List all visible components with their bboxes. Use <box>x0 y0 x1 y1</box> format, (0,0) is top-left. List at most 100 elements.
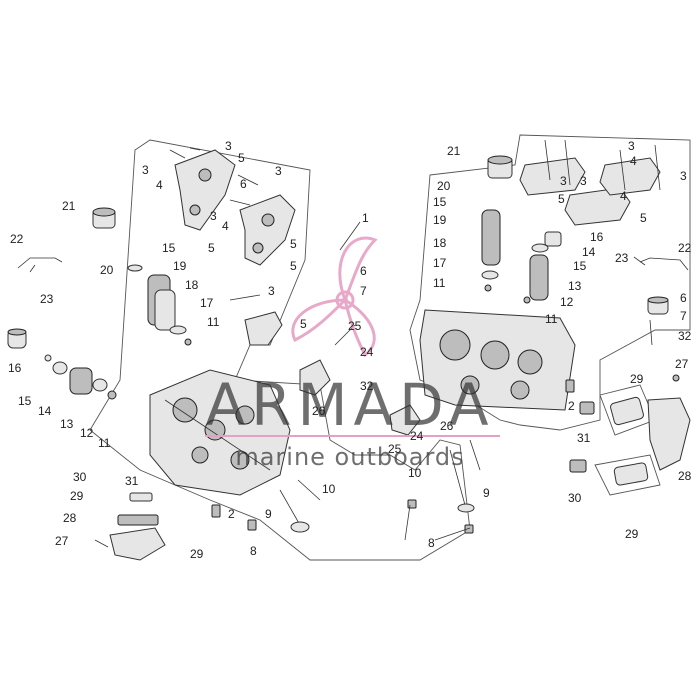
callout-5-left-c: 5 <box>290 237 297 251</box>
callout-8-left: 8 <box>250 544 257 558</box>
callout-11-right-b: 11 <box>545 312 558 326</box>
callout-29-left-a: 29 <box>70 489 84 503</box>
callout-11-left-a: 11 <box>207 315 220 329</box>
callout-6-left: 6 <box>240 177 247 191</box>
callout-22-left: 22 <box>10 232 24 246</box>
callout-9-left: 9 <box>265 507 272 521</box>
right-assembly-frame <box>409 134 691 431</box>
right-bracket-31 <box>579 401 595 415</box>
callout-7-right: 7 <box>680 309 687 323</box>
callout-15-right-a: 15 <box>433 195 447 209</box>
watermark-tagline: marine outboards <box>235 443 464 471</box>
callout-28-left: 28 <box>63 511 77 525</box>
callout-19-right: 19 <box>433 213 447 227</box>
callout-26-center-a: 26 <box>312 404 326 418</box>
right-rocker-carrier-b <box>564 157 661 226</box>
callout-7-center: 7 <box>360 284 367 298</box>
callout-5-left-d: 5 <box>290 259 297 273</box>
callout-3-right-d: 3 <box>680 169 687 183</box>
callout-20-left: 20 <box>100 263 114 277</box>
callout-4-right-b: 4 <box>620 189 627 203</box>
callout-23-left: 23 <box>40 292 54 306</box>
callout-5-left-a: 5 <box>238 151 245 165</box>
watermark: ARMADA marine outboards <box>205 236 500 471</box>
callout-28-right: 28 <box>678 469 692 483</box>
callout-6-right: 6 <box>680 291 687 305</box>
callout-3-left-b: 3 <box>142 163 149 177</box>
callout-3-left-e: 3 <box>268 284 275 298</box>
left-rocker-carrier-b <box>239 194 296 266</box>
callout-15-right-b: 15 <box>573 259 587 273</box>
callout-numbers: 1 3 3 4 5 6 3 3 4 5 5 5 21 22 23 20 15 1… <box>8 139 692 561</box>
bolts-and-fasteners <box>94 139 680 548</box>
left-assembly-frame <box>89 139 471 561</box>
left-rocker-carrier-a <box>174 149 236 231</box>
callout-5-right-b: 5 <box>640 211 647 225</box>
callout-31-left: 31 <box>125 474 139 488</box>
right-valve-spring-stack <box>481 209 562 304</box>
callout-27-right: 27 <box>675 357 689 371</box>
callout-3-right-b: 3 <box>560 174 567 188</box>
callout-31-right: 31 <box>577 431 591 445</box>
callout-1: 1 <box>362 211 369 225</box>
propeller-logo <box>291 236 378 358</box>
right-cam-cover-28 <box>647 397 691 471</box>
callout-4-left-a: 4 <box>156 178 163 192</box>
right-rocker-carrier-a <box>519 157 586 196</box>
callout-3-left-a: 3 <box>225 139 232 153</box>
callout-30-right: 30 <box>568 491 582 505</box>
callout-2-right: 2 <box>568 399 575 413</box>
callout-19-left: 19 <box>173 259 187 273</box>
left-cup-21 <box>92 207 116 229</box>
right-cup-21 <box>487 155 513 179</box>
callout-24-center-b: 24 <box>410 429 424 443</box>
callout-27-left: 27 <box>55 534 69 548</box>
callout-15-left-b: 15 <box>18 394 32 408</box>
callout-29-right-b: 29 <box>625 527 639 541</box>
callout-6-center: 6 <box>360 264 367 278</box>
callout-4-right-a: 4 <box>630 154 637 168</box>
left-intake-elbow-24 <box>299 359 331 396</box>
left-bucket-tappet-16 <box>7 328 27 349</box>
callout-18-left: 18 <box>185 278 199 292</box>
callout-29-left-b: 29 <box>190 547 204 561</box>
callout-16-right: 16 <box>590 230 604 244</box>
left-cam-cover-28-31 <box>109 492 166 561</box>
callout-14-right: 14 <box>582 245 596 259</box>
inset-gasket-29-bottom <box>613 462 649 486</box>
right-cylinder-head <box>419 309 576 411</box>
inset-frame-29-bottom <box>594 454 661 496</box>
callout-9-right: 9 <box>483 486 490 500</box>
callout-17-right: 17 <box>433 256 447 270</box>
callout-5-left-e: 5 <box>300 317 307 331</box>
callout-10-right: 10 <box>408 466 422 480</box>
callout-32-right: 32 <box>678 329 692 343</box>
inset-gasket-29-right <box>610 396 644 426</box>
callout-11-right-a: 11 <box>433 276 446 290</box>
left-lower-valve-parts <box>44 354 117 400</box>
callout-2-left: 2 <box>228 507 235 521</box>
callout-21-left: 21 <box>62 199 76 213</box>
right-valves-9-10 <box>449 439 481 513</box>
left-valve-spring-stack <box>127 264 192 346</box>
callout-4-left-b: 4 <box>222 219 229 233</box>
callout-13-right: 13 <box>568 279 582 293</box>
right-bucket-6 <box>647 296 669 315</box>
callout-8-right: 8 <box>428 536 435 550</box>
right-bracket-30 <box>569 459 587 473</box>
callout-18-right: 18 <box>433 236 447 250</box>
callout-10-left: 10 <box>322 482 336 496</box>
callout-12-right: 12 <box>560 295 574 309</box>
right-breather-pipe-22 <box>639 257 689 271</box>
callout-3-right-a: 3 <box>628 139 635 153</box>
callout-29-right-a: 29 <box>630 372 644 386</box>
callout-30-left: 30 <box>73 470 87 484</box>
callout-3-right-c: 3 <box>580 174 587 188</box>
left-valves-9-10 <box>279 479 321 533</box>
callout-21-right: 21 <box>447 144 461 158</box>
callout-20-right: 20 <box>437 179 451 193</box>
callout-13-left: 13 <box>60 417 74 431</box>
callout-14-left: 14 <box>38 404 52 418</box>
left-rocker-small <box>244 311 283 346</box>
